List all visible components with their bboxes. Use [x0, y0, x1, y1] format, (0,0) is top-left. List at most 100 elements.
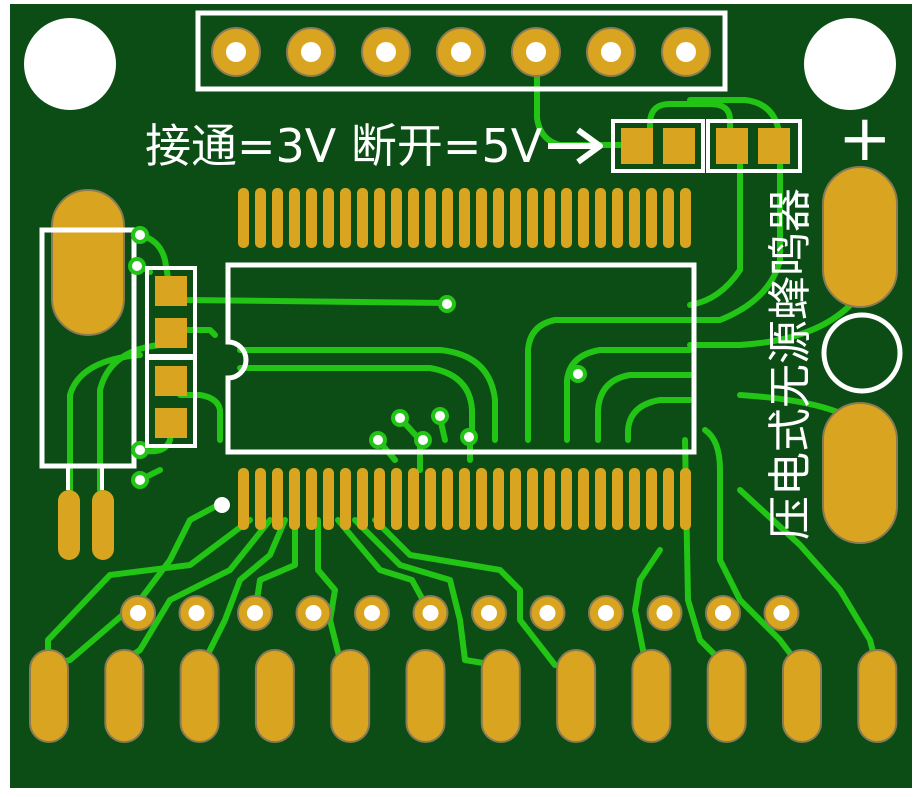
via: [414, 431, 432, 449]
pin1-marker: [214, 497, 230, 513]
buzzer-pad-negative: [822, 402, 898, 544]
plus-label: +: [838, 102, 892, 176]
chip-pin: [323, 468, 334, 530]
jumper-outline-right: [706, 119, 802, 173]
chip-pin: [510, 188, 521, 248]
chip-pin: [357, 188, 368, 248]
chip-pin: [425, 188, 436, 248]
via: [131, 441, 149, 459]
chip-pin: [442, 468, 453, 530]
edge-connector-pad: [782, 649, 822, 743]
chip-pin: [289, 188, 300, 248]
chip-pin: [595, 468, 606, 530]
chip-pin: [476, 188, 487, 248]
chip-pin: [578, 188, 589, 248]
chip-pin: [306, 188, 317, 248]
jumper-pad: [716, 128, 748, 164]
buzzer-marker-circle: [821, 312, 903, 394]
through-hole-center: [364, 605, 380, 621]
chip-pin: [561, 468, 572, 530]
capacitor-pad: [155, 318, 187, 348]
jumper-pads: [611, 119, 802, 173]
chip-pin: [646, 468, 657, 530]
chip-pin: [272, 468, 283, 530]
capacitor-pad: [155, 366, 187, 396]
jumper-label: 接通=3V 断开=5V: [145, 119, 543, 173]
chip-top-pins: [238, 188, 691, 248]
edge-connector-pad: [104, 649, 145, 743]
chip-pin: [612, 468, 623, 530]
chip-pin: [357, 468, 368, 530]
edge-connector-pad: [405, 649, 446, 743]
edge-connector-pad: [857, 649, 898, 743]
chip-pin: [629, 468, 640, 530]
through-hole-center: [188, 605, 205, 621]
chip-pin: [289, 468, 300, 530]
chip-pin: [408, 188, 419, 248]
pin-header: [211, 27, 711, 77]
via: [369, 431, 387, 449]
header-pin-hole: [526, 42, 546, 62]
via: [391, 409, 409, 427]
header-pin-hole: [601, 42, 621, 62]
mounting-hole-left: [24, 18, 116, 110]
buzzer-pad-positive: [822, 166, 898, 308]
edge-connector-pad: [556, 649, 597, 743]
capacitor-pad: [155, 408, 187, 438]
edge-connector-pad: [706, 649, 747, 743]
chip-pin: [408, 468, 419, 530]
crystal-outline: [39, 227, 137, 469]
chip-outline: [225, 262, 697, 455]
via: [131, 226, 149, 244]
chip-pin: [238, 468, 249, 530]
chip-pin: [272, 188, 283, 248]
header-pin-hole: [451, 42, 471, 62]
capacitor-pad: [155, 276, 187, 306]
chip-pin: [476, 468, 487, 530]
jumper-pad: [758, 128, 790, 164]
chip-pin: [238, 188, 249, 248]
header-pin-hole: [376, 42, 396, 62]
through-hole-center: [481, 605, 497, 621]
jumper-outline-left: [611, 119, 705, 173]
via: [569, 365, 587, 383]
edge-connector-pad: [29, 649, 69, 743]
chip-pin: [646, 188, 657, 248]
chip-pin: [680, 468, 691, 530]
capacitor-outline: [145, 356, 197, 448]
chip-pin: [374, 468, 385, 530]
chip-pin: [374, 188, 385, 248]
jumper-pad: [621, 128, 653, 164]
jumper-pad: [663, 128, 695, 164]
through-hole-center: [130, 605, 146, 621]
chip-pin: [323, 188, 334, 248]
chip-pin: [306, 468, 317, 530]
buzzer-label: 压电式无源蜂鸣器: [765, 188, 816, 540]
header-pin-hole: [676, 42, 696, 62]
edge-connector-pad: [179, 649, 220, 743]
via: [431, 407, 449, 425]
through-hole-center: [773, 605, 790, 621]
through-hole-center: [539, 605, 556, 621]
via: [438, 295, 456, 313]
chip-pin: [595, 188, 606, 248]
bottom-through-holes: [120, 595, 800, 631]
chip-pin: [629, 188, 640, 248]
through-hole-center: [715, 605, 731, 621]
chip-pin: [340, 468, 351, 530]
arrow-icon: [548, 127, 603, 165]
chip-pin: [527, 188, 538, 248]
crystal-lead: [92, 490, 114, 560]
chip-pin: [663, 188, 674, 248]
edge-connector-pad: [480, 649, 521, 743]
chip-pin: [663, 468, 674, 530]
through-hole-center: [656, 605, 673, 621]
chip-pin: [425, 468, 436, 530]
chip-pin: [493, 468, 504, 530]
through-hole-center: [598, 605, 614, 621]
edge-connector-pad: [254, 649, 295, 743]
edge-connector-pad: [631, 649, 672, 743]
header-pin-hole: [226, 42, 246, 62]
chip-pin: [340, 188, 351, 248]
